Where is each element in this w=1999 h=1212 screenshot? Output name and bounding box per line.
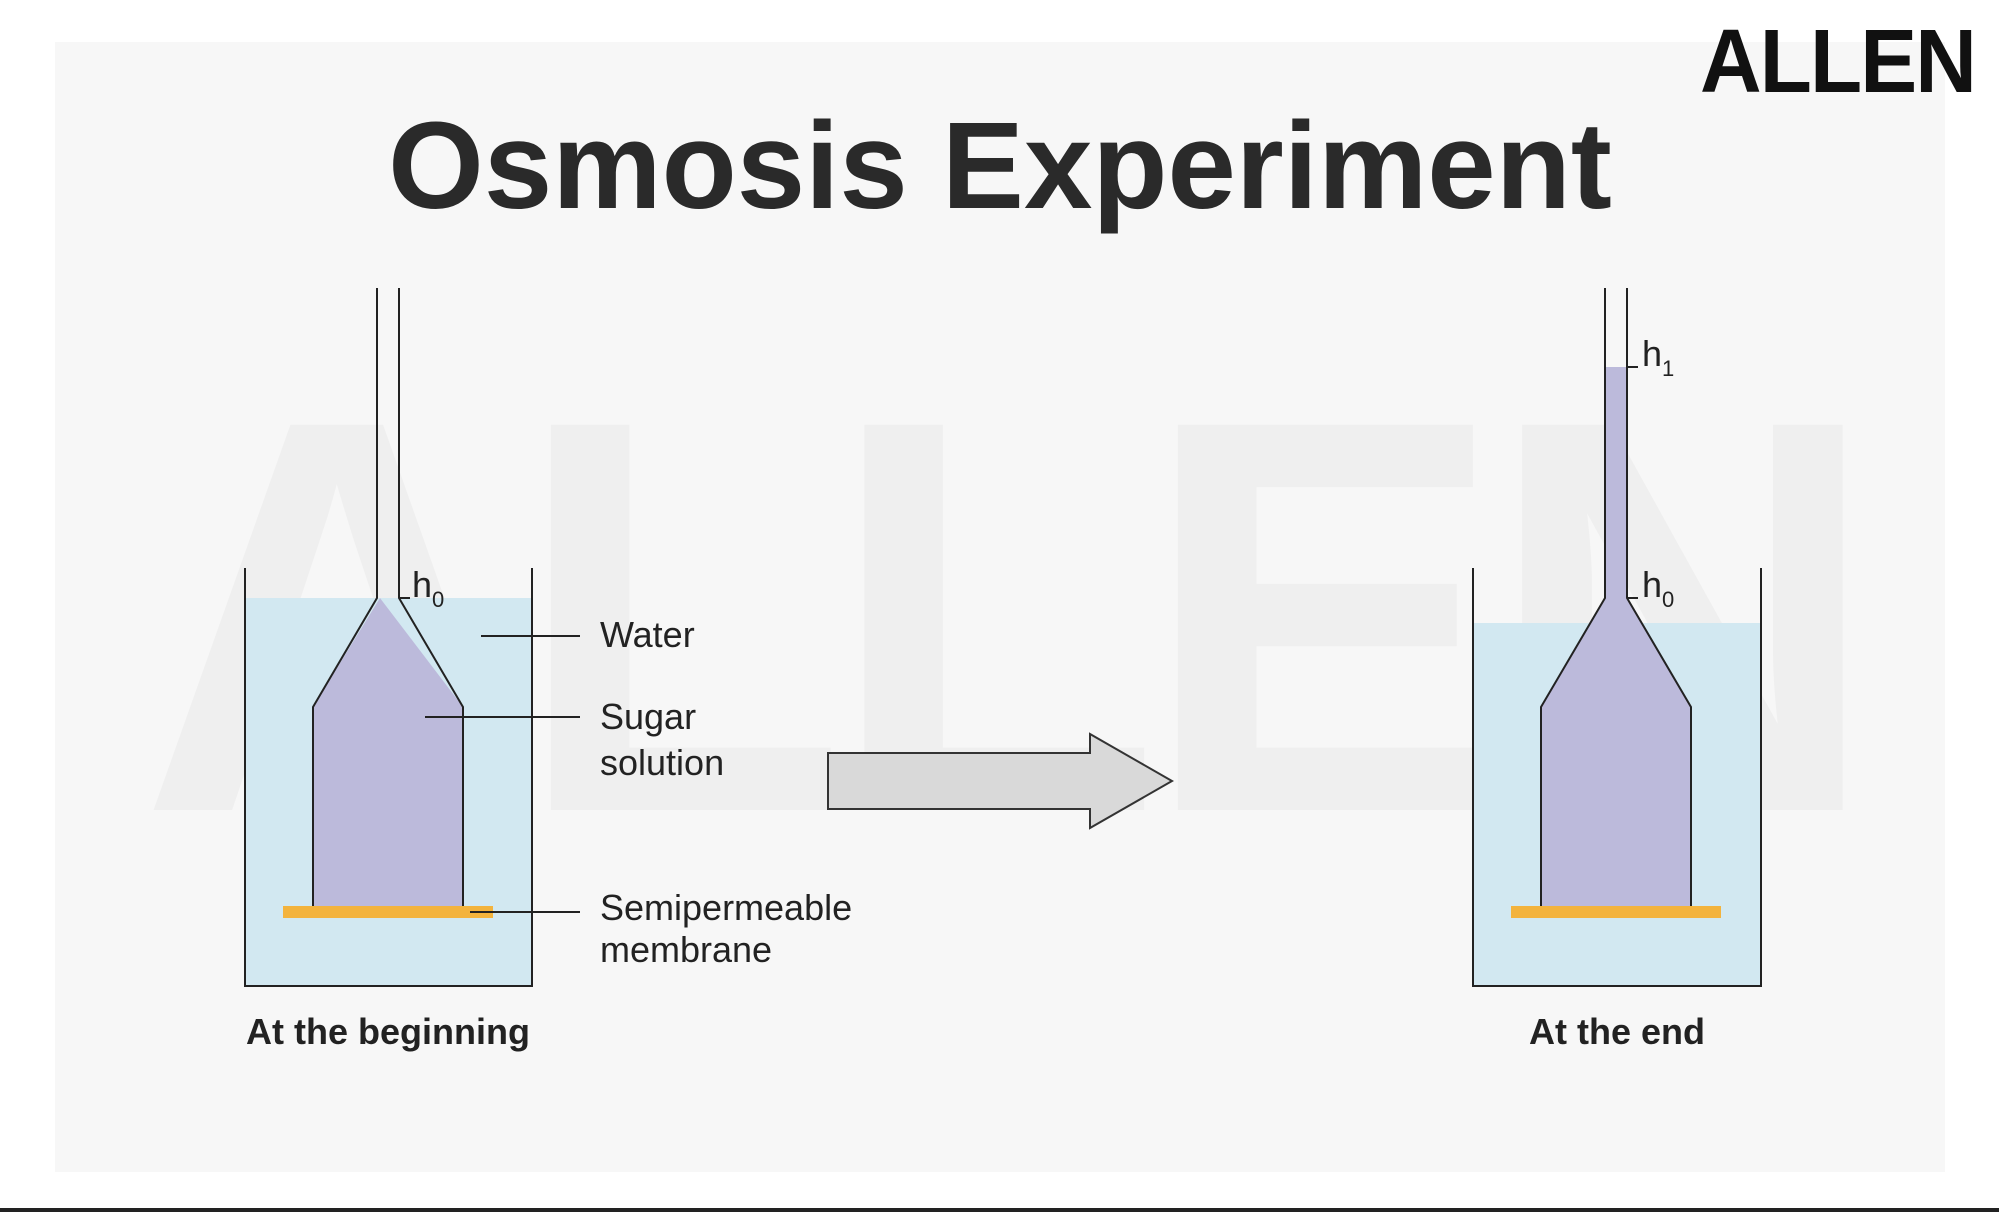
h1-label-end: h1 bbox=[1642, 333, 1674, 381]
apparatus-beginning: h0 bbox=[244, 288, 533, 987]
funnel-beginning bbox=[312, 288, 464, 906]
process-arrow bbox=[827, 732, 1175, 830]
allen-logo: ALLEN bbox=[1700, 12, 1975, 112]
h0-label-beginning: h0 bbox=[412, 564, 444, 612]
bottom-border bbox=[0, 1208, 1999, 1212]
sugar-solution-fill-end bbox=[1541, 367, 1691, 906]
beaker-beginning bbox=[244, 568, 533, 987]
page-title: Osmosis Experiment bbox=[388, 98, 1612, 235]
caption-end: At the end bbox=[1529, 1011, 1705, 1052]
semipermeable-membrane-beginning bbox=[283, 906, 493, 918]
water-label: Water bbox=[600, 614, 695, 655]
sugar-solution-fill-beginning bbox=[313, 598, 463, 906]
membrane-label: Semipermeable membrane bbox=[600, 887, 862, 970]
sugar-solution-label: Sugar solution bbox=[600, 696, 724, 783]
beaker-end bbox=[1472, 568, 1762, 987]
funnel-end bbox=[1540, 288, 1692, 906]
semipermeable-membrane-end bbox=[1511, 906, 1721, 918]
apparatus-end: h1 h0 bbox=[1472, 288, 1762, 987]
h0-label-end: h0 bbox=[1642, 564, 1674, 612]
caption-beginning: At the beginning bbox=[246, 1011, 530, 1052]
